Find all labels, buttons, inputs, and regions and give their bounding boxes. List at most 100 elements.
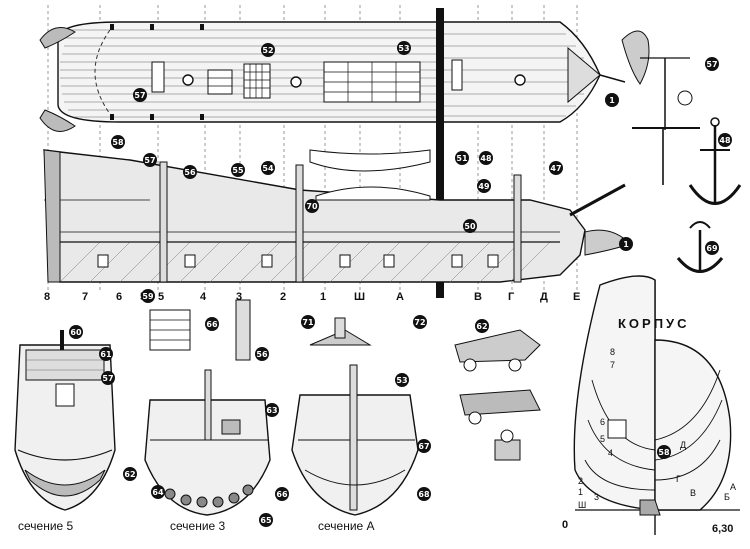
line-label: 5 bbox=[600, 434, 605, 444]
station-label: Е bbox=[573, 291, 580, 303]
callout-number: 71 bbox=[302, 318, 314, 327]
callout-57: 57 bbox=[133, 88, 147, 102]
callout-circle bbox=[475, 319, 489, 333]
callout-57: 57 bbox=[101, 371, 115, 385]
callout-69: 69 bbox=[705, 241, 719, 255]
callout-circle bbox=[417, 439, 431, 453]
callout-circle bbox=[99, 347, 113, 361]
line-label: Г bbox=[676, 474, 681, 484]
callout-circle bbox=[265, 403, 279, 417]
callout-number: 63 bbox=[266, 406, 277, 415]
callout-number: 1 bbox=[623, 240, 629, 249]
callout-number: 49 bbox=[478, 182, 490, 191]
callout-64: 64 bbox=[151, 485, 165, 499]
line-label: Д bbox=[680, 440, 686, 450]
callout-48: 48 bbox=[718, 133, 732, 147]
callout-circle bbox=[183, 165, 197, 179]
anchor-details bbox=[621, 30, 742, 273]
callout-number: 66 bbox=[206, 320, 218, 329]
line-label: А bbox=[730, 482, 736, 492]
callout-circle bbox=[255, 347, 269, 361]
callout-number: 53 bbox=[398, 44, 409, 53]
callout-circle bbox=[463, 219, 477, 233]
callout-66: 66 bbox=[205, 317, 219, 331]
callout-circle bbox=[479, 151, 493, 165]
callout-number: 68 bbox=[418, 490, 430, 499]
callout-circle bbox=[705, 57, 719, 71]
callout-circle bbox=[141, 289, 155, 303]
callout-circle bbox=[151, 485, 165, 499]
body-plan-view bbox=[573, 275, 740, 535]
callout-62: 62 bbox=[475, 319, 489, 333]
callout-circle bbox=[101, 371, 115, 385]
callout-circle bbox=[261, 43, 275, 57]
callout-48: 48 bbox=[479, 151, 493, 165]
callout-62: 62 bbox=[123, 467, 137, 481]
callout-circle bbox=[143, 153, 157, 167]
station-label: 7 bbox=[82, 291, 88, 303]
line-label: 3 bbox=[594, 492, 599, 502]
station-label: 8 bbox=[44, 291, 50, 303]
callout-number: 48 bbox=[719, 136, 731, 145]
callout-53: 53 bbox=[397, 41, 411, 55]
line-label: 4 bbox=[608, 448, 613, 458]
callout-number: 47 bbox=[550, 164, 561, 173]
station-label: 6 bbox=[116, 291, 122, 303]
line-label: Ш bbox=[578, 500, 586, 510]
callout-50: 50 bbox=[463, 219, 477, 233]
callout-1: 1 bbox=[619, 237, 633, 251]
callout-1: 1 bbox=[605, 93, 619, 107]
callout-circle bbox=[455, 151, 469, 165]
callout-number: 57 bbox=[102, 374, 113, 383]
station-label: 3 bbox=[236, 291, 242, 303]
callout-number: 60 bbox=[70, 328, 82, 337]
callout-number: 62 bbox=[476, 322, 487, 331]
cannon-details bbox=[454, 329, 541, 461]
callout-number: 53 bbox=[396, 376, 407, 385]
station-label: 1 bbox=[320, 291, 326, 303]
line-label: В bbox=[690, 488, 696, 498]
callout-circle bbox=[397, 41, 411, 55]
side-profile-view bbox=[43, 149, 631, 283]
callout-47: 47 bbox=[549, 161, 563, 175]
callout-53: 53 bbox=[395, 373, 409, 387]
station-label: В bbox=[474, 291, 482, 303]
callout-number: 69 bbox=[706, 244, 718, 253]
station-label: А bbox=[396, 291, 404, 303]
callout-number: 1 bbox=[609, 96, 615, 105]
callout-57: 57 bbox=[143, 153, 157, 167]
section-a-caption: сечение А bbox=[318, 519, 375, 533]
station-label: 2 bbox=[280, 291, 286, 303]
callout-55: 55 bbox=[231, 163, 245, 177]
callout-circle bbox=[231, 163, 245, 177]
callout-number: 62 bbox=[124, 470, 135, 479]
callout-circle bbox=[305, 199, 319, 213]
callout-72: 72 bbox=[413, 315, 427, 329]
callout-number: 58 bbox=[112, 138, 124, 147]
callout-circle bbox=[133, 88, 147, 102]
callout-circle bbox=[413, 315, 427, 329]
callout-number: 64 bbox=[152, 488, 164, 497]
callout-56: 56 bbox=[183, 165, 197, 179]
callout-51: 51 bbox=[455, 151, 469, 165]
deck-plan-view bbox=[39, 5, 626, 290]
callout-61: 61 bbox=[99, 347, 113, 361]
divider-bar bbox=[436, 8, 444, 298]
section-3-caption: сечение 3 bbox=[170, 519, 226, 533]
callout-circle bbox=[111, 135, 125, 149]
line-label: 6 bbox=[600, 417, 605, 427]
callout-number: 57 bbox=[134, 91, 145, 100]
callout-number: 66 bbox=[276, 490, 288, 499]
callout-71: 71 bbox=[301, 315, 315, 329]
callout-circle bbox=[275, 487, 289, 501]
callout-49: 49 bbox=[477, 179, 491, 193]
callout-number: 58 bbox=[658, 448, 670, 457]
section-5-view bbox=[14, 330, 116, 511]
callout-70: 70 bbox=[305, 199, 319, 213]
body-plan-scale-left: 0 bbox=[562, 519, 568, 531]
line-label: 2 bbox=[578, 476, 583, 486]
station-label: 5 bbox=[158, 291, 164, 303]
callout-59: 59 bbox=[141, 289, 155, 303]
callout-number: 56 bbox=[256, 350, 268, 359]
